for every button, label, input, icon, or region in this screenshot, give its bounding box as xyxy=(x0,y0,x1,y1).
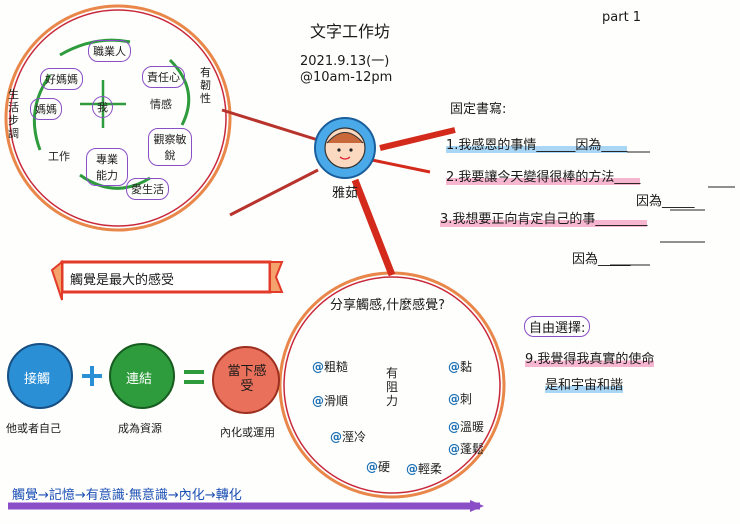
sense-word-smooth: @滑順 xyxy=(312,394,349,408)
mindmap-node-self: 我 xyxy=(92,96,113,118)
sensing-heading: 分享觸感,什麼感覺? xyxy=(330,298,446,313)
sense-word-warm: @溫暖 xyxy=(448,420,485,434)
sense-word-fluffy: @蓬鬆 xyxy=(448,442,485,456)
mindmap-node-skill: 專業能力 xyxy=(86,148,128,186)
sense-word-resistance: 有阻力 xyxy=(386,366,399,408)
fixed-q3-because: 因為_____ xyxy=(572,252,631,267)
workshop-time: @10am-12pm xyxy=(300,70,393,85)
free-choice-q9-answer: 是和宇宙和諧 xyxy=(545,378,624,393)
sense-word-rough: @粗糙 xyxy=(312,360,349,374)
circle-contact xyxy=(7,343,73,409)
fixed-q2: 2.我要讓今天變得很棒的方法____ xyxy=(446,170,641,185)
circle-feeling xyxy=(212,346,280,414)
mindmap-node-good-mother: 好媽媽 xyxy=(40,68,83,90)
mindmap-node-responsibility: 責任心 xyxy=(142,66,185,88)
sense-word-gentle: @輕柔 xyxy=(406,462,443,476)
fixed-heading: 固定書寫: xyxy=(450,102,507,117)
free-choice-heading: 自由選擇: xyxy=(524,316,591,337)
mindmap-arc-right: 有韌性 xyxy=(200,66,211,105)
circle-connect xyxy=(109,343,175,409)
workshop-date: 2021.9.13(一) xyxy=(300,54,390,69)
equation-feeling-caption: 內化或運用 xyxy=(220,426,275,439)
sense-word-cold: @溼冷 xyxy=(330,430,367,444)
equation-feeling-label: 當下感受 xyxy=(227,364,267,394)
equation-contact-caption: 他或者自己 xyxy=(6,422,61,435)
mindmap-node-emotion: 情感 xyxy=(150,98,172,111)
mindmap-node-professional: 職業人 xyxy=(88,40,131,62)
sense-word-prickly: @刺 xyxy=(448,392,473,406)
mindmap-node-love-life: 愛生活 xyxy=(126,178,169,200)
mindmap-arc-left: 生活步調 xyxy=(8,88,19,140)
footer-chain: 觸覺→記憶→有意識·無意識→內化→轉化 xyxy=(12,488,242,503)
mindmap-node-mother: 媽媽 xyxy=(30,98,62,120)
fixed-q1: 1.我感恩的事情______因為____ xyxy=(446,138,628,153)
equation-connect-caption: 成為資源 xyxy=(118,422,162,435)
sense-word-sticky: @黏 xyxy=(448,360,473,374)
mindmap-circle xyxy=(4,4,232,232)
part-label: part 1 xyxy=(602,10,642,25)
mindmap-node-observation: 觀察敏銳 xyxy=(148,128,192,166)
sense-word-hard: @硬 xyxy=(366,460,391,474)
banner-text: 觸覺是最大的感受 xyxy=(70,273,175,288)
center-name: 雅茹 xyxy=(332,186,359,201)
equation-connect-label: 連結 xyxy=(126,372,153,387)
mindmap-node-work: 工作 xyxy=(48,150,70,163)
workshop-title: 文字工作坊 xyxy=(310,22,391,41)
fixed-q2-because: 因為_____ xyxy=(636,194,695,209)
fixed-q3: 3.我想要正向肯定自己的事________ xyxy=(440,212,648,227)
equation-contact-label: 接觸 xyxy=(24,372,51,387)
free-choice-q9: 9.我覺得我真實的使命 xyxy=(525,352,655,367)
